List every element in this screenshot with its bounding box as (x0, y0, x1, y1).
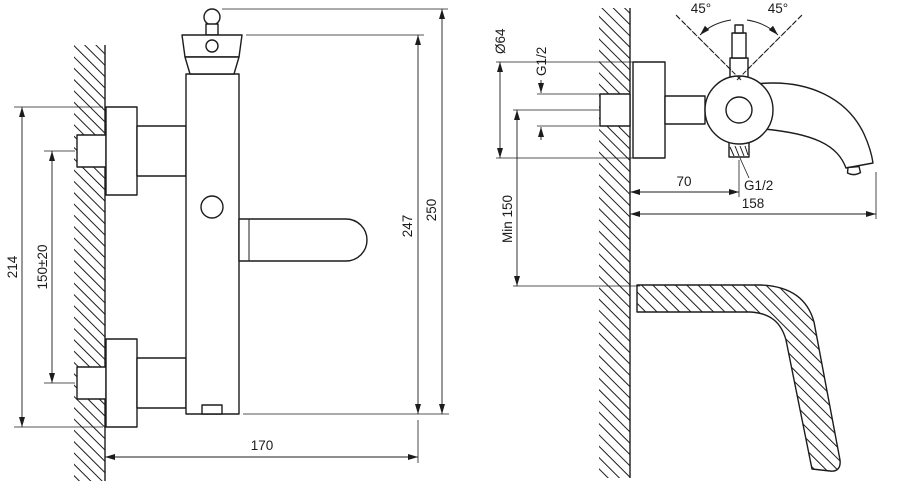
swing-arc-right (746, 19, 779, 36)
dim-label-g12-inlet: G1/2 (534, 47, 549, 76)
dim-label-247: 247 (400, 215, 415, 238)
dim-label-d64: Ø64 (493, 28, 508, 54)
cap-collar (184, 56, 240, 75)
dimension-escutcheon-diameter: Ø64 (493, 28, 633, 159)
handle-swing-45: 45° 45° (675, 1, 803, 81)
diverter-knob-front (731, 32, 747, 59)
angle-label-left: 45° (691, 1, 711, 16)
wall-hatching (74, 45, 105, 481)
bottom-wall-mount (76, 338, 187, 428)
mixer-body-front (704, 75, 774, 145)
dimension-inlet-thread: G1/2 (534, 47, 601, 140)
faucet-body (185, 73, 240, 415)
dim-label-g12-outlet: G1/2 (744, 178, 773, 193)
dimension-mount-height: 214 (5, 106, 103, 428)
dimension-axis-offset: 70 (630, 160, 740, 197)
dim-label-250: 250 (424, 199, 439, 222)
dim-label-150-20: 150±20 (35, 245, 50, 290)
inlet-pipe (76, 134, 107, 168)
diverter-stem (729, 24, 749, 81)
wall-section-left (74, 45, 106, 481)
top-wall-mount (76, 106, 187, 196)
swing-arc-left (699, 19, 732, 36)
spout-side (238, 218, 368, 262)
thread-ticks (729, 145, 749, 157)
escutcheon (105, 338, 138, 428)
handle-button (200, 195, 224, 219)
wall-hatching (599, 8, 630, 478)
escutcheon (105, 106, 138, 196)
dim-label-min150: Min 150 (500, 195, 515, 243)
dim-label-170: 170 (251, 438, 274, 453)
dimension-spout-reach-side: 170 (105, 420, 419, 463)
spout-front (749, 82, 874, 169)
mount-connector (136, 357, 187, 409)
diverter-knob (203, 8, 221, 26)
top-outlet-assembly (181, 8, 243, 75)
dimension-mount-spacing: 150±20 (35, 150, 75, 384)
dimension-min-height: Min 150 (500, 109, 640, 287)
escutcheon-front (632, 61, 666, 159)
wall-section-right (599, 8, 631, 478)
angle-label-right: 45° (768, 1, 788, 16)
dim-label-158: 158 (742, 196, 765, 211)
left-view: 214 150±20 247 250 170 (5, 8, 449, 481)
mixer-body-hub (725, 96, 753, 124)
dimension-spout-reach-front: 158 (630, 172, 877, 219)
dimension-body-height: 247 (243, 34, 449, 415)
knob-cap (734, 24, 744, 34)
dimension-total-height: 250 (222, 8, 448, 414)
spout-outlet-nub (846, 165, 862, 176)
dim-label-214: 214 (5, 255, 20, 278)
connecting-pipe (664, 95, 706, 125)
right-view: 45° 45° Ø64 G1/2 Min 150 (493, 1, 877, 478)
callout-outlet-thread: G1/2 (739, 157, 773, 193)
wall-inlet-pipe (599, 93, 631, 127)
body-bottom-detail (201, 404, 223, 415)
knob-neck (205, 23, 219, 36)
hose-outlet-hole (205, 39, 219, 53)
inlet-pipe (76, 366, 107, 400)
dim-label-70: 70 (676, 174, 691, 189)
mount-connector (136, 125, 187, 177)
bath-rim-cross-section (636, 284, 841, 472)
